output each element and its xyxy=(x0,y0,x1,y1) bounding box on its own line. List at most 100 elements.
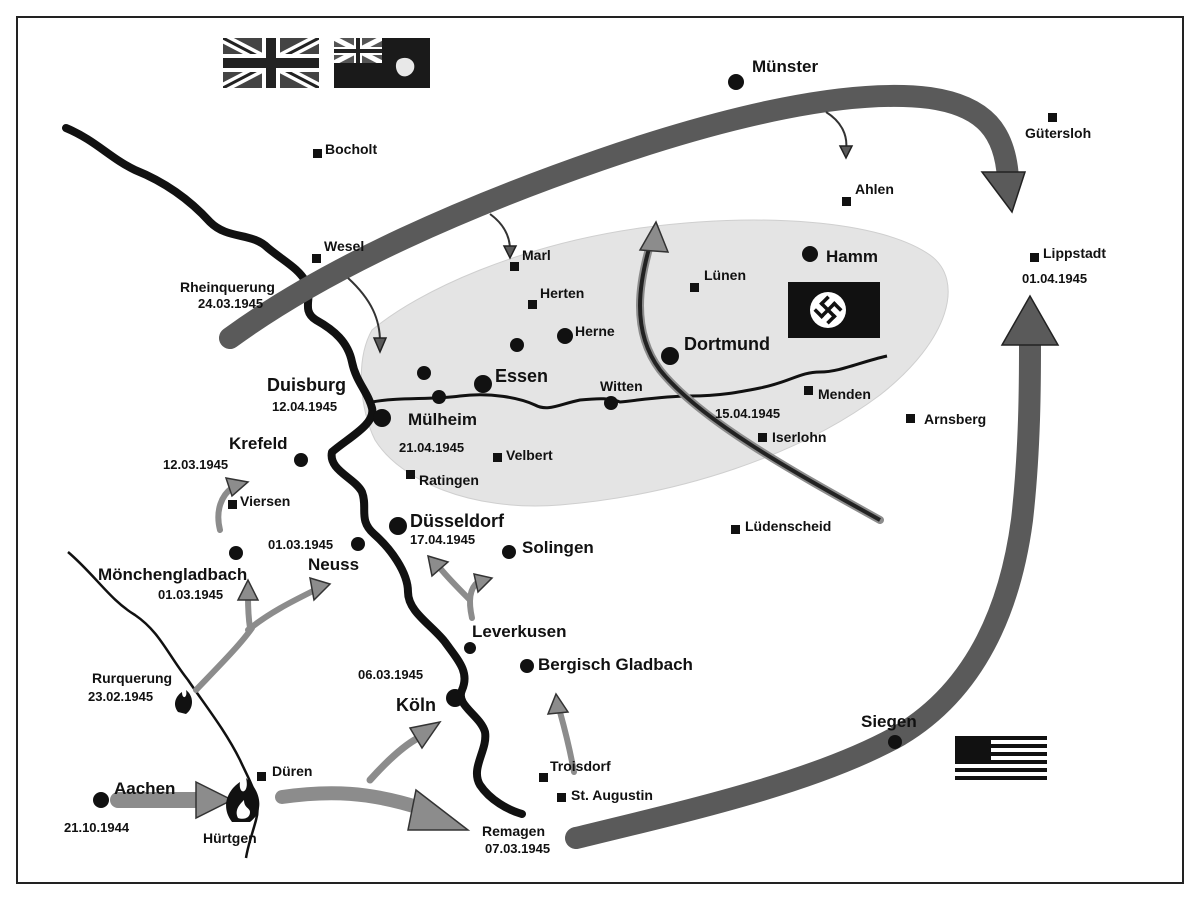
label-rheinquerung: Rheinquerung xyxy=(180,279,275,295)
ahlen-south-arrow xyxy=(825,111,848,151)
label-aachen: Aachen xyxy=(114,779,175,798)
label-bocholt: Bocholt xyxy=(325,141,377,157)
map-frame xyxy=(16,16,1184,884)
pocket-split-arrow-head xyxy=(638,220,670,253)
label-essen: Essen xyxy=(495,366,548,386)
ahlen-south-arrow-head xyxy=(838,145,854,160)
leverkusen-arrow-head-left xyxy=(427,554,450,578)
label-siegen: Siegen xyxy=(861,712,917,731)
label-mulheim: Mülheim xyxy=(408,410,477,429)
label-lippstadt-date: 01.04.1945 xyxy=(1022,271,1087,286)
flag-nazi-swastika-icon xyxy=(788,282,880,338)
fire-icon xyxy=(226,778,260,822)
label-bergisch-gladbach: Bergisch Gladbach xyxy=(538,655,693,674)
label-herten: Herten xyxy=(540,285,584,301)
label-monchengladbach: Mönchengladbach xyxy=(98,565,247,584)
flag-usa-icon xyxy=(955,736,1047,784)
label-velbert: Velbert xyxy=(506,447,553,463)
town-square-troisdorf xyxy=(539,773,548,782)
label-aachen-date: 21.10.1944 xyxy=(64,820,130,835)
label-leverkusen: Leverkusen xyxy=(472,622,567,641)
koln-branch-arrow xyxy=(366,734,422,784)
label-ahlen: Ahlen xyxy=(855,181,894,197)
label-neuss: Neuss xyxy=(308,555,359,574)
wesel-south-arrow-head xyxy=(372,337,388,354)
gladbach-arrow-head xyxy=(236,578,260,601)
label-monchengladbach-date: 01.03.1945 xyxy=(158,587,223,602)
label-pocket-date: 21.04.1945 xyxy=(399,440,464,455)
koln-branch-head xyxy=(408,720,442,750)
rur-advance-arrow xyxy=(193,625,255,693)
label-hurtgen: Hürtgen xyxy=(203,830,257,846)
label-remagen: Remagen xyxy=(482,823,545,839)
town-square-iserlohn xyxy=(758,433,767,442)
neuss-arrow-head xyxy=(309,576,332,602)
label-st-augustin: St. Augustin xyxy=(571,787,653,803)
marl-south-arrow-head xyxy=(502,245,518,260)
town-square-velbert xyxy=(493,453,502,462)
town-square-ahlen xyxy=(842,197,851,206)
pocket-front-line xyxy=(638,244,881,522)
town-square-bocholt xyxy=(313,149,322,158)
label-menden: Menden xyxy=(818,386,871,402)
label-troisdorf: Troisdorf xyxy=(550,758,611,774)
town-square-arnsberg xyxy=(906,414,915,423)
flag-canadian-red-ensign-icon xyxy=(334,38,430,88)
town-square-st-augustin xyxy=(557,793,566,802)
remagen-arrow-head xyxy=(407,788,471,831)
label-dortmund: Dortmund xyxy=(684,334,770,354)
city-dot-pocket-north xyxy=(510,338,524,352)
city-dot-solingen xyxy=(502,545,516,559)
label-arnsberg: Arnsberg xyxy=(924,411,986,427)
label-koln: Köln xyxy=(396,695,436,715)
label-ratingen: Ratingen xyxy=(419,472,479,488)
label-lunen: Lünen xyxy=(704,267,746,283)
troisdorf-advance-arrow xyxy=(557,709,577,775)
city-dot-monchengladbach xyxy=(229,546,243,560)
label-hamm: Hamm xyxy=(826,247,878,266)
city-dot-munster xyxy=(728,74,744,90)
label-marl: Marl xyxy=(522,247,551,263)
label-dusseldorf-date: 17.04.1945 xyxy=(410,532,475,547)
city-dot-neuss xyxy=(351,537,365,551)
krefeld-arrow-head xyxy=(224,477,250,498)
label-duisburg: Duisburg xyxy=(267,375,346,395)
city-dot-mulheim xyxy=(373,409,391,427)
label-remagen-date: 07.03.1945 xyxy=(485,841,550,856)
wesel-south-arrow xyxy=(347,277,381,343)
city-dot-aachen xyxy=(93,792,109,808)
town-square-wesel xyxy=(312,254,321,263)
town-square-gutersloh xyxy=(1048,113,1057,122)
town-square-marl xyxy=(510,262,519,271)
city-dot-dortmund xyxy=(661,347,679,365)
label-witten: Witten xyxy=(600,378,643,394)
remagen-advance-arrow xyxy=(275,786,427,815)
label-neuss-date: 01.03.1945 xyxy=(268,537,333,552)
city-dot-koln xyxy=(446,689,464,707)
leverkusen-left-arrow xyxy=(437,565,473,603)
town-square-lunen xyxy=(690,283,699,292)
town-square-herten xyxy=(528,300,537,309)
label-munster: Münster xyxy=(752,57,819,76)
town-square-viersen xyxy=(228,500,237,509)
label-solingen: Solingen xyxy=(522,538,594,557)
southern-arrow-head xyxy=(1000,294,1060,346)
label-viersen: Viersen xyxy=(240,493,290,509)
label-wesel: Wesel xyxy=(324,238,364,254)
town-square-duren xyxy=(257,772,266,781)
city-dot-witten xyxy=(604,396,618,410)
label-rurquerung: Rurquerung xyxy=(92,670,172,686)
label-koln-date: 06.03.1945 xyxy=(358,667,423,682)
flag-uk-icon xyxy=(223,38,319,88)
gladbach-branch-arrow xyxy=(245,593,253,631)
label-rheinquerung-date: 24.03.1945 xyxy=(198,296,263,311)
town-square-lippstadt xyxy=(1030,253,1039,262)
city-dot-pocket-west xyxy=(417,366,431,380)
town-square-ludenscheid xyxy=(731,525,740,534)
city-dot-essen xyxy=(474,375,492,393)
northern-envelopment-arrow xyxy=(219,84,1019,349)
label-krefeld: Krefeld xyxy=(229,434,288,453)
city-dot-dusseldorf xyxy=(389,517,407,535)
